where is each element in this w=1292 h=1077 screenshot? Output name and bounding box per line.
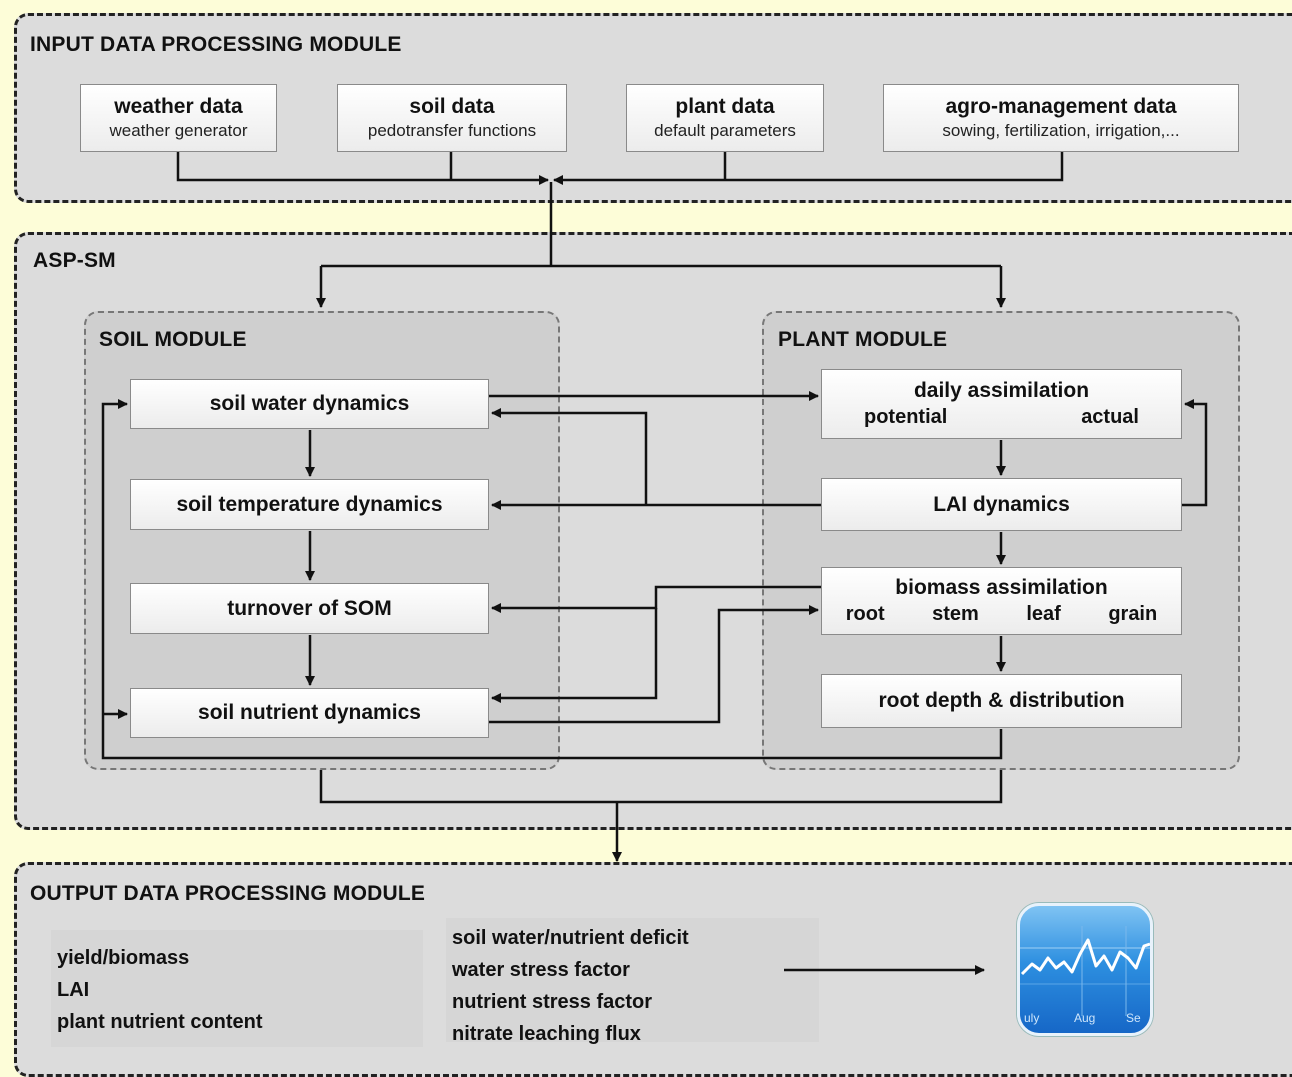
biomass-to-som-arrow xyxy=(491,585,821,613)
output-item-water-stress: water stress factor xyxy=(452,959,630,981)
output-plant-variables: yield/biomass LAI plant nutrient content xyxy=(51,930,423,1047)
stem-label: stem xyxy=(932,603,979,625)
leaf-label: leaf xyxy=(1026,603,1061,625)
daily-assimilation-label: daily assimilation xyxy=(913,379,1090,402)
asp-sm-title: ASP-SM xyxy=(33,249,116,272)
input-module-title: INPUT DATA PROCESSING MODULE xyxy=(30,33,402,56)
agro-management-label: agro-management data xyxy=(945,95,1177,118)
output-item-plant-nutrient: plant nutrient content xyxy=(57,1011,263,1033)
lai-feedback-arrow xyxy=(1182,399,1208,507)
weather-data-label: weather data xyxy=(114,95,243,118)
nutrient-to-biomass-arrow xyxy=(489,605,819,724)
soil-nutrient-dynamics-label: soil nutrient dynamics xyxy=(198,701,421,724)
root-label: root xyxy=(845,603,885,625)
soil-data-label: soil data xyxy=(409,95,495,118)
month-label-aug: Aug xyxy=(1074,1011,1096,1025)
output-item-yield: yield/biomass xyxy=(57,947,190,969)
lai-dynamics-box: LAI dynamics xyxy=(821,478,1182,531)
output-item-nitrate-leaching: nitrate leaching flux xyxy=(452,1023,641,1045)
plant-module-title: PLANT MODULE xyxy=(778,328,948,351)
input-merge-right-line xyxy=(553,152,1064,185)
biomass-to-nutrient-arrow xyxy=(491,608,658,703)
biomass-assimilation-label: biomass assimilation xyxy=(895,576,1108,599)
output-item-nutrient-stress: nutrient stress factor xyxy=(452,991,653,1013)
actual-label: actual xyxy=(1081,406,1139,428)
lai-dynamics-label: LAI dynamics xyxy=(933,492,1070,516)
root-depth-distribution-label: root depth & distribution xyxy=(878,689,1125,712)
plant-data-box: plant data default parameters xyxy=(626,84,824,152)
soil-water-dynamics-label: soil water dynamics xyxy=(209,392,410,415)
output-module-title: OUTPUT DATA PROCESSING MODULE xyxy=(30,882,426,905)
plant-data-label: plant data xyxy=(675,95,775,118)
daily-assimilation-box: daily assimilation potential actual xyxy=(821,369,1182,439)
soil-module-title: SOIL MODULE xyxy=(99,328,247,351)
root-depth-distribution-box: root depth & distribution xyxy=(821,674,1182,728)
grain-label: grain xyxy=(1108,603,1158,625)
soil-water-dynamics-box: soil water dynamics xyxy=(130,379,489,429)
output-item-lai: LAI xyxy=(57,979,90,1001)
biomass-assimilation-box: biomass assimilation root stem leaf grai… xyxy=(821,567,1182,635)
turnover-of-som-box: turnover of SOM xyxy=(130,583,489,634)
turnover-of-som-label: turnover of SOM xyxy=(227,596,392,620)
soil-module-out-line xyxy=(319,770,1003,804)
input-merge-left-line xyxy=(176,152,549,185)
output-soil-variables: soil water/nutrient deficit water stress… xyxy=(446,918,819,1045)
output-item-soil-deficit: soil water/nutrient deficit xyxy=(452,927,689,949)
agro-management-sub-label: sowing, fertilization, irrigation,... xyxy=(942,121,1180,140)
pedotransfer-label: pedotransfer functions xyxy=(367,121,537,140)
agro-management-data-box: agro-management data sowing, fertilizati… xyxy=(883,84,1239,152)
month-label-sep: Se xyxy=(1126,1011,1141,1025)
root-feedback-line xyxy=(101,399,1003,760)
chart-app-icon: uly Aug Se xyxy=(1017,903,1153,1036)
chart-line-icon xyxy=(1020,926,1150,1016)
weather-generator-label: weather generator xyxy=(109,121,248,140)
month-label-july: uly xyxy=(1024,1011,1040,1025)
potential-label: potential xyxy=(864,406,948,428)
soil-data-box: soil data pedotransfer functions xyxy=(337,84,567,152)
soil-nutrient-dynamics-box: soil nutrient dynamics xyxy=(130,688,489,738)
default-parameters-label: default parameters xyxy=(654,121,796,140)
soil-temperature-dynamics-box: soil temperature dynamics xyxy=(130,479,489,530)
soil-temperature-dynamics-label: soil temperature dynamics xyxy=(176,492,443,516)
lai-to-water-arrow xyxy=(491,408,648,505)
weather-data-box: weather data weather generator xyxy=(80,84,277,152)
